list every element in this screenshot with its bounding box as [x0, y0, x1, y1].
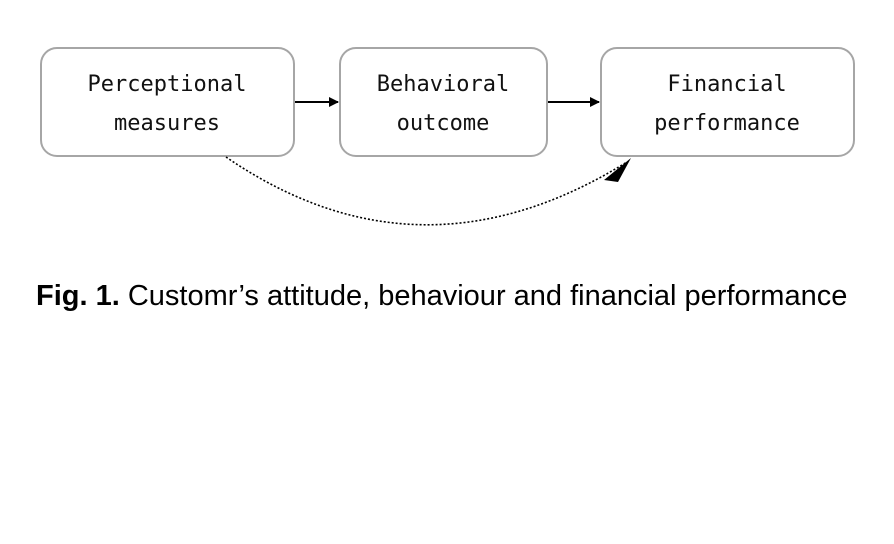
figure-caption: Fig. 1. Customr’s attitude, behaviour an…: [36, 276, 856, 316]
arrow-perceptional-to-financial-dotted: [225, 156, 628, 226]
figure-label: Fig. 1.: [36, 280, 120, 312]
arrowhead-financial-dotted: [604, 158, 631, 182]
node-box: [600, 47, 855, 157]
node-label-line1: Behavioral: [377, 72, 509, 97]
figure-caption-text: Customr’s attitude, behaviour and financ…: [127, 280, 848, 312]
node-behavioral-outcome: Behavioral outcome: [339, 47, 548, 157]
node-label-line1: Perceptional: [88, 72, 247, 97]
node-label-line2: performance: [654, 111, 800, 136]
node-label-line2: measures: [114, 111, 220, 136]
node-label-line2: outcome: [397, 111, 490, 136]
node-label-line1: Financial: [667, 72, 786, 97]
node-box: [40, 47, 295, 157]
node-financial-performance: Financial performance: [600, 47, 855, 157]
flow-diagram: Perceptional measures Behavioral outcome…: [40, 47, 855, 226]
node-perceptional-measures: Perceptional measures: [40, 47, 295, 157]
node-box: [339, 47, 548, 157]
